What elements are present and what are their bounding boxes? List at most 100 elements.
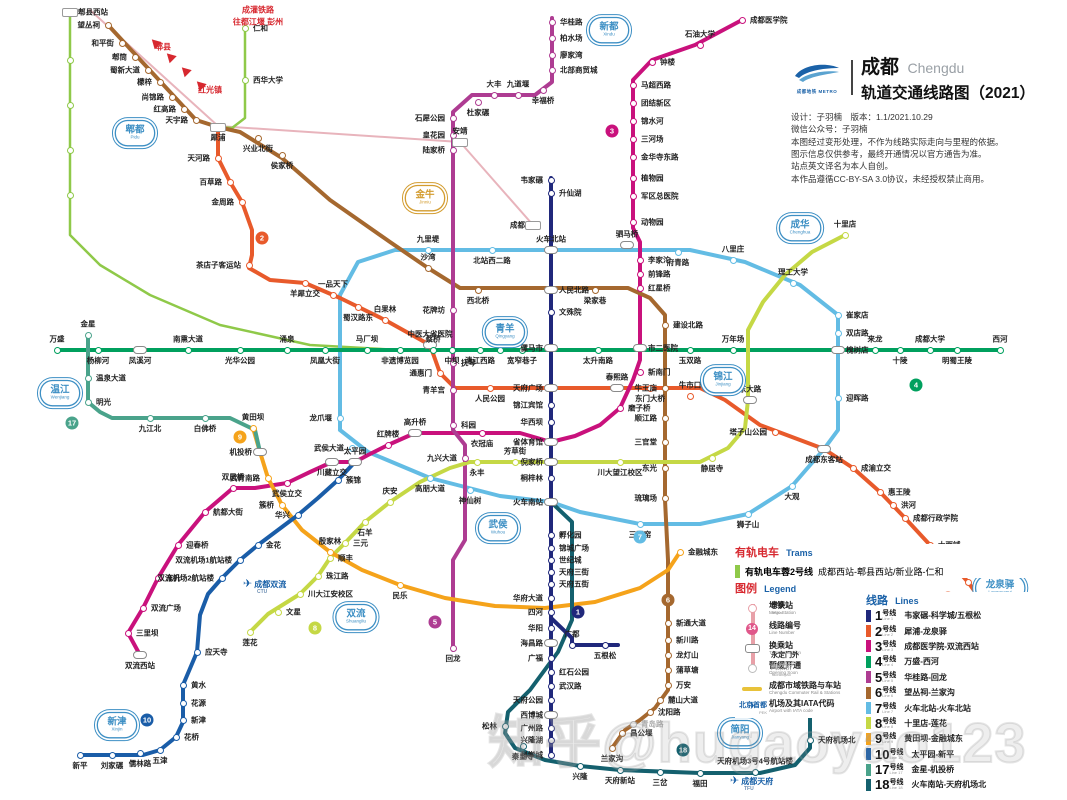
station-marker <box>210 122 226 132</box>
station-label: 锦江宾馆 <box>513 400 543 410</box>
station-marker <box>544 343 558 352</box>
station-label: 三河场 <box>641 134 664 144</box>
station-marker <box>547 474 555 482</box>
station-marker <box>674 248 682 256</box>
station-label: 红石公园 <box>559 667 589 677</box>
station-label: 武青南路 <box>230 473 260 483</box>
metro-line-rail <box>89 9 534 226</box>
station-label: 檬梓 <box>137 77 152 87</box>
station-label: 华府大道 <box>513 593 543 603</box>
station-marker <box>656 696 664 704</box>
station-marker <box>629 99 637 107</box>
station-label: 金星 <box>80 319 96 329</box>
station-marker <box>661 414 669 422</box>
station-marker <box>476 346 484 354</box>
station-label: 狮子山 <box>736 520 760 529</box>
line-number-badge: 4 <box>909 378 923 392</box>
station-label: 一品天下 <box>318 279 348 289</box>
station-marker <box>686 346 694 354</box>
station-marker <box>889 501 897 509</box>
station-label: 动物园 <box>641 217 664 227</box>
station-marker <box>108 751 116 759</box>
station-marker <box>136 749 144 757</box>
station-label: 孵化园 <box>559 530 582 540</box>
station-marker <box>548 34 556 42</box>
station-marker <box>636 256 644 264</box>
metro-line-t <box>68 10 402 352</box>
station-label: 华阳 <box>528 623 543 633</box>
station-marker <box>629 720 637 728</box>
station-label: 花源 <box>191 698 206 708</box>
station-label: 武汉路 <box>559 681 582 691</box>
station-marker <box>601 641 609 649</box>
station-label: 明蜀王陵 <box>942 356 972 365</box>
station-marker <box>964 578 972 586</box>
station-label: 簇桥 <box>259 500 274 510</box>
station-marker <box>341 539 349 547</box>
station-label: 衣冠庙 <box>470 439 494 448</box>
station-label: 涌泉 <box>279 334 295 344</box>
station-label: 西博城 <box>520 710 544 720</box>
station-marker <box>449 386 457 394</box>
station-marker <box>139 604 147 612</box>
line-number-badge: 17 <box>65 416 79 430</box>
station-label: 中坝 <box>444 356 460 365</box>
chengdu-metro-logo-icon: 成都地铁 METRO <box>791 60 853 95</box>
station-label: 天府新站 <box>605 776 635 785</box>
station-label: 三岔 <box>652 778 668 787</box>
station-marker <box>363 346 371 354</box>
station-marker <box>636 270 644 278</box>
rail-note: 成灌铁路 <box>242 5 274 15</box>
station-marker <box>544 497 558 506</box>
station-label: 凤溪河 <box>128 356 152 365</box>
station-marker <box>278 151 286 159</box>
station-marker <box>449 644 457 652</box>
station-marker <box>953 346 961 354</box>
station-label: 机投桥 <box>229 447 253 457</box>
station-label: 玉双路 <box>678 356 702 365</box>
station-marker <box>214 154 222 162</box>
station-label: 广福 <box>528 653 543 663</box>
title-note-line: 微信公众号：子羽楠 <box>791 124 868 135</box>
station-marker <box>896 346 904 354</box>
station-marker <box>496 346 504 354</box>
station-marker <box>743 395 757 404</box>
station-label: 川大望江校区 <box>597 468 643 477</box>
station-label: 新平 <box>72 761 88 770</box>
station-marker <box>168 93 176 101</box>
station-marker <box>246 628 254 636</box>
station-label: 华兴 <box>275 510 290 520</box>
station-marker <box>664 619 672 627</box>
station-label: 安靖 <box>452 126 468 136</box>
station-label: 万年场 <box>721 334 745 344</box>
station-marker <box>738 16 746 24</box>
station-marker <box>831 345 845 354</box>
station-label: 天宇路 <box>165 115 189 125</box>
title-note-line: 本作品遵循CC-BY-SA 3.0协议，未经授权禁止商用。 <box>791 173 990 184</box>
station-label: 和平街 <box>91 38 115 48</box>
page-subtitle: 轨道交通线路图（2021） <box>861 85 1035 102</box>
tram-title-en: Trams <box>786 548 813 558</box>
station-label: 八里庄 <box>721 244 745 254</box>
station-marker <box>172 733 180 741</box>
station-label: 广州路 <box>520 723 544 733</box>
station-label: 成都行政学院 <box>913 513 958 523</box>
line-number-badge: 2 <box>255 231 269 245</box>
station-label: 北部商贸城 <box>560 65 598 75</box>
station-marker <box>771 428 779 436</box>
station-label: 神仙树 <box>458 496 482 505</box>
station-label: 殷家林 <box>318 536 342 546</box>
station-marker <box>544 710 558 719</box>
station-label: 顺丰 <box>338 553 353 563</box>
station-label: 大丰 <box>486 79 502 89</box>
station-label: 郫县西站 <box>78 7 108 17</box>
station-marker <box>466 486 474 494</box>
station-marker <box>193 648 201 656</box>
station-marker <box>548 18 556 26</box>
station-label: 十陵 <box>892 356 908 365</box>
station-marker <box>629 192 637 200</box>
station-marker <box>646 384 654 392</box>
station-label: 新通大道 <box>676 618 706 628</box>
